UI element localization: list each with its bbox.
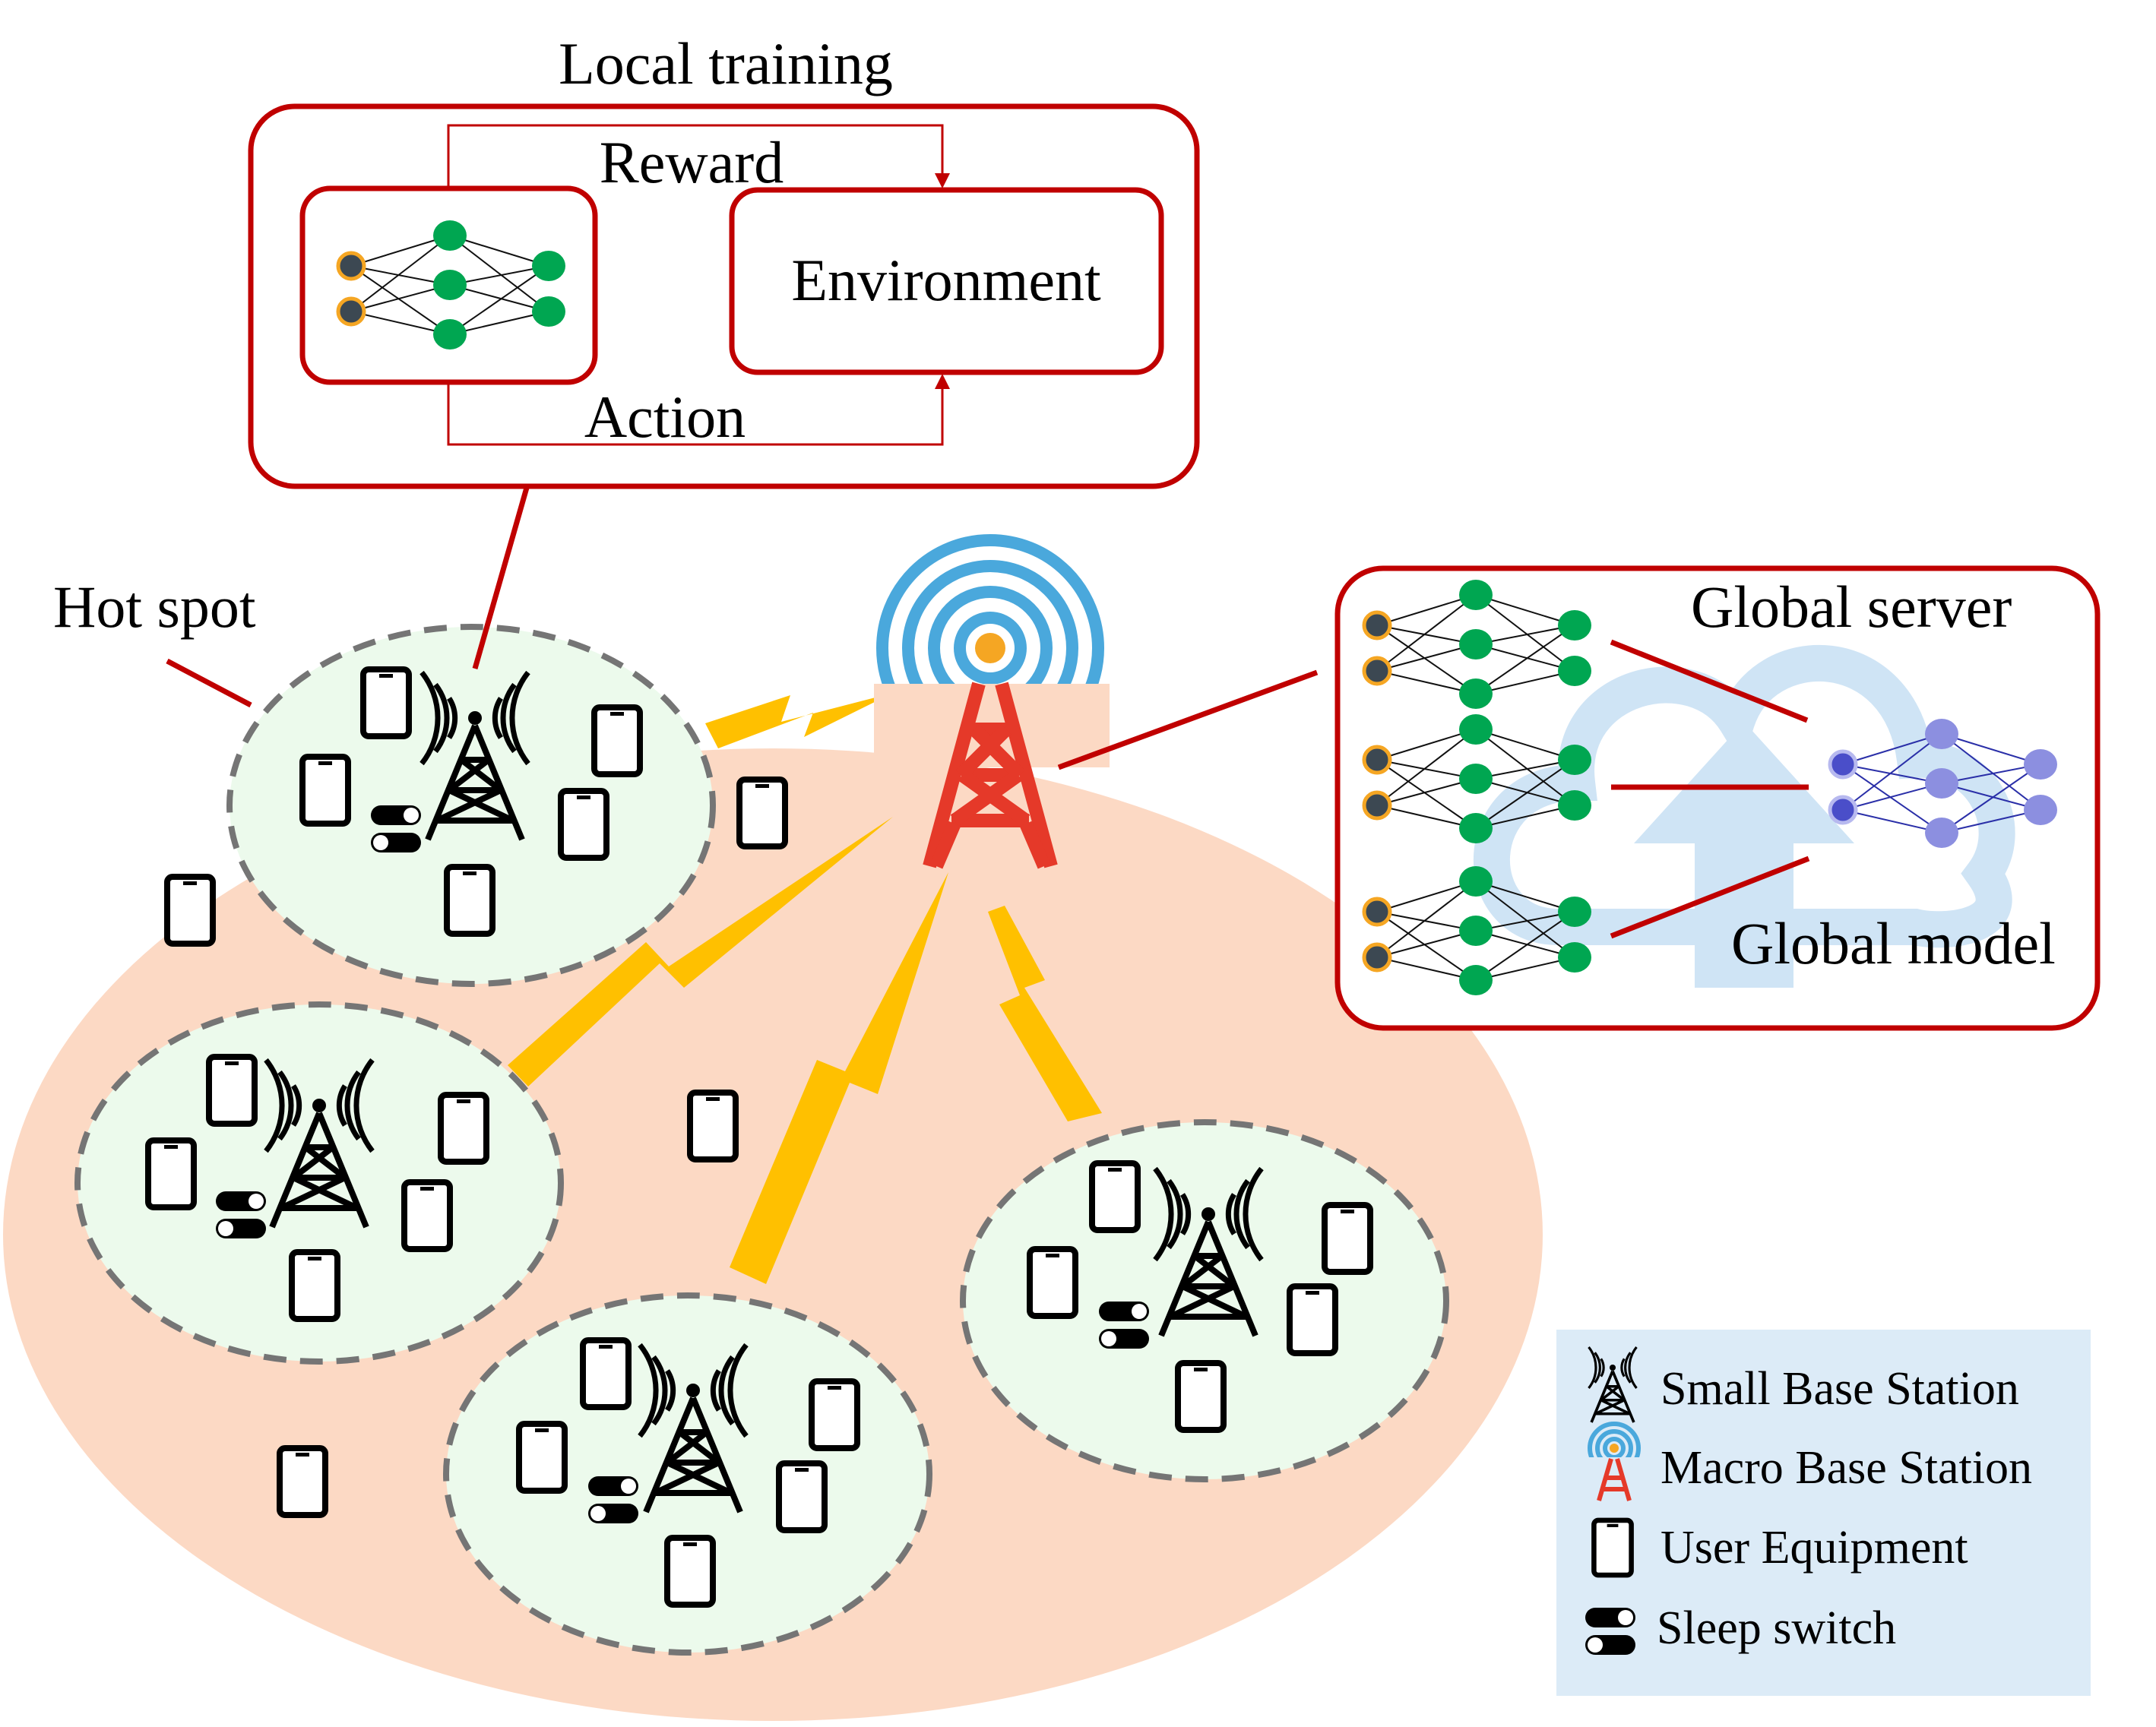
- environment-label: Environment: [791, 247, 1101, 313]
- hot-spot-cell: [74, 1001, 564, 1365]
- user-equipment-icon: [812, 1381, 857, 1448]
- global-server-title: Global server: [1691, 574, 2012, 640]
- user-equipment-icon: [1178, 1363, 1224, 1430]
- global-server-panel: Global server Global model: [1334, 565, 2101, 1031]
- wireless-links: [508, 693, 1102, 1284]
- reward-label: Reward: [600, 129, 784, 195]
- global-server-connector: [1057, 669, 1319, 770]
- local-training-connector: [472, 487, 530, 669]
- user-equipment-icon: [561, 791, 606, 858]
- wireless-link: [730, 872, 948, 1284]
- legend-item: Small Base Station: [1587, 1346, 2019, 1424]
- user-equipment-icon: [302, 757, 348, 824]
- macro-base-station-icon: [1585, 1422, 1645, 1501]
- legend-item: Sleep switch: [1585, 1602, 1896, 1655]
- legend-label: User Equipment: [1661, 1522, 1968, 1574]
- user-equipment-icon: [1092, 1163, 1138, 1230]
- hot-spot-label: Hot spot: [53, 574, 256, 640]
- user-equipment-icon: [739, 780, 785, 846]
- user-equipment-icon: [1030, 1249, 1075, 1316]
- user-equipment-icon: [167, 877, 213, 944]
- user-equipment-icon: [779, 1463, 825, 1530]
- user-equipment-icon: [594, 707, 640, 774]
- local-training-panel: Local training Reward Action Environment: [248, 30, 1200, 489]
- user-equipment-icon: [1325, 1205, 1370, 1272]
- global-model-label: Global model: [1731, 910, 2056, 976]
- user-equipment-icon: [209, 1057, 255, 1124]
- legend-label: Sleep switch: [1657, 1602, 1896, 1654]
- user-equipment-icon: [690, 1093, 736, 1159]
- user-equipment-icon: [519, 1424, 565, 1491]
- legend-item: User Equipment: [1594, 1520, 1968, 1575]
- macro-base-station-icon: [874, 534, 1110, 869]
- action-label: Action: [584, 384, 746, 450]
- user-equipment-icon: [148, 1140, 194, 1207]
- user-equipment-icon: [583, 1340, 628, 1407]
- legend-label: Macro Base Station: [1661, 1442, 2032, 1494]
- user-equipment-icon: [441, 1095, 486, 1162]
- wireless-link: [508, 817, 893, 1086]
- user-equipment-icon: [1594, 1520, 1631, 1575]
- wireless-link: [988, 906, 1102, 1121]
- hot-spot-pointer: [166, 658, 252, 708]
- legend: Small Base Station Macro Base Station Us…: [1556, 1330, 2091, 1696]
- legend-label: Small Base Station: [1661, 1363, 2019, 1415]
- user-equipment-icon: [292, 1252, 337, 1319]
- user-equipment-icon: [280, 1448, 325, 1515]
- user-equipment-icon: [447, 867, 492, 934]
- legend-item: Macro Base Station: [1585, 1422, 2032, 1501]
- local-training-title: Local training: [559, 30, 893, 96]
- user-equipment-icon: [1290, 1286, 1335, 1353]
- user-equipment-icon: [404, 1182, 450, 1249]
- user-equipment-icon: [667, 1538, 713, 1605]
- wireless-link: [705, 693, 893, 748]
- user-equipment-icon: [363, 669, 409, 736]
